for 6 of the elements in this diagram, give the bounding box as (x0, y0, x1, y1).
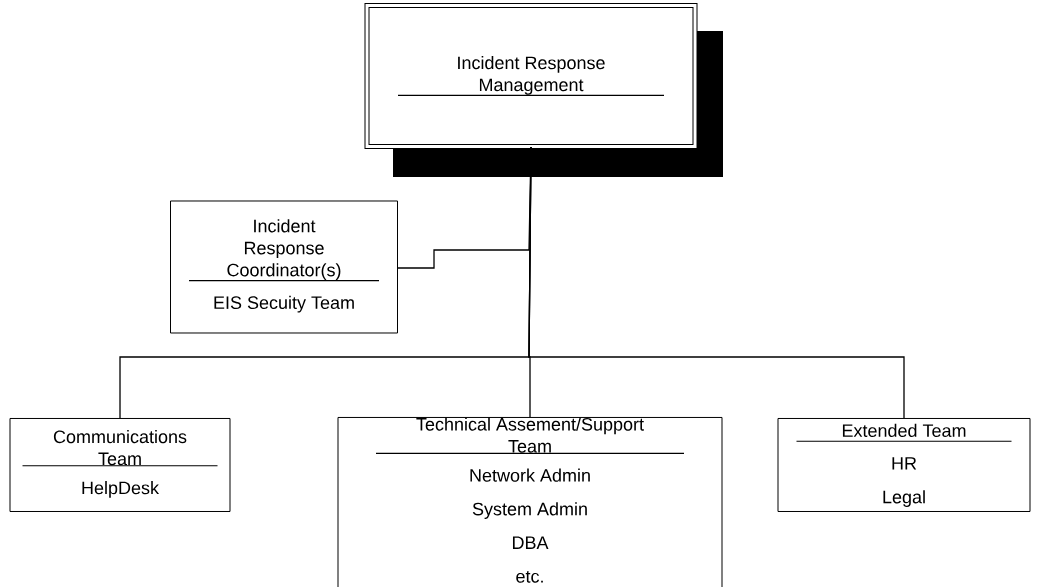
team-box: Incident Response Coordinator(s) EIS Secuity Team (170, 200, 398, 334)
team-box: Extended Team HR Legal (777, 418, 1031, 512)
team-box: Technical Assement/Support Team Network Admin System Admin DBA etc. (337, 416, 723, 587)
team-box: Communications Team HelpDesk (9, 418, 231, 512)
title-box: Incident Response Management (364, 3, 698, 149)
connector-line (528, 146, 905, 419)
